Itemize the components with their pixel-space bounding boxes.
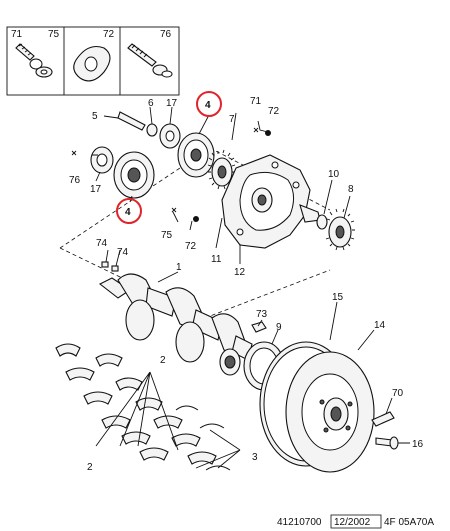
label-14: 14 [374, 320, 386, 331]
fastener-inset [6, 26, 180, 96]
bolt-washer-71-75 [15, 43, 53, 78]
label-2-a: 2 [160, 355, 166, 366]
pin-73 [251, 321, 267, 333]
label-74-a: 74 [96, 238, 108, 249]
label-5: 5 [92, 111, 98, 122]
cross-76 [71, 150, 77, 156]
label-4-bottom: 4 [125, 207, 131, 218]
seal-10 [316, 214, 328, 230]
markers [71, 127, 271, 222]
label-17: 17 [90, 184, 102, 195]
bolt-16 [375, 436, 399, 450]
label-11: 11 [211, 254, 222, 265]
highlight-circle-top [196, 91, 222, 117]
label-76: 76 [69, 175, 81, 186]
highlight-circle-bottom [116, 198, 142, 224]
bolt-70 [371, 411, 395, 427]
cross-71 [253, 127, 259, 133]
label-3: 3 [252, 452, 258, 463]
label-71-box: 71 [11, 29, 23, 40]
dot-72-b [193, 216, 199, 222]
label-71: 71 [250, 96, 262, 107]
oil-pump-housing-7 [221, 154, 321, 249]
sprocket [207, 149, 236, 190]
cross-75 [171, 207, 177, 213]
label-16: 16 [412, 439, 424, 450]
bolt-5 [117, 111, 146, 131]
footer-ref: 41210700 [277, 517, 322, 528]
label-6: 6 [148, 98, 154, 109]
label-9: 9 [276, 322, 282, 333]
dot-72 [265, 130, 271, 136]
flywheel [259, 341, 375, 473]
dowels-74 [101, 261, 119, 272]
label-70: 70 [392, 388, 404, 399]
label-8: 8 [348, 184, 354, 195]
plate-washer-72 [73, 45, 111, 82]
label-76-box: 76 [160, 29, 172, 40]
label-12: 12 [234, 267, 246, 278]
washer-6 [146, 123, 158, 137]
seal-and-gear [316, 208, 355, 251]
footer: 41210700 12/2002 4F 05A70A [277, 514, 434, 529]
label-10: 10 [328, 169, 340, 180]
label-72-b: 72 [185, 241, 197, 252]
pulley-assembly [90, 111, 215, 199]
crankshaft-1 [98, 273, 253, 376]
label-15: 15 [332, 292, 344, 303]
label-75: 75 [161, 230, 173, 241]
footer-date: 12/2002 [334, 517, 371, 528]
label-4-top: 4 [205, 100, 211, 111]
label-17-top: 17 [166, 98, 178, 109]
footer-code: 4F 05A70A [384, 517, 434, 528]
label-73: 73 [256, 309, 268, 320]
bolt-76 [127, 43, 173, 78]
label-1: 1 [176, 262, 182, 273]
label-72: 72 [268, 106, 280, 117]
label-7: 7 [229, 114, 235, 125]
label-72-box: 72 [103, 29, 115, 40]
label-74-b: 74 [117, 247, 129, 258]
label-2-b: 2 [87, 462, 93, 473]
bearing-shells [55, 343, 231, 471]
label-75-box: 75 [48, 29, 60, 40]
